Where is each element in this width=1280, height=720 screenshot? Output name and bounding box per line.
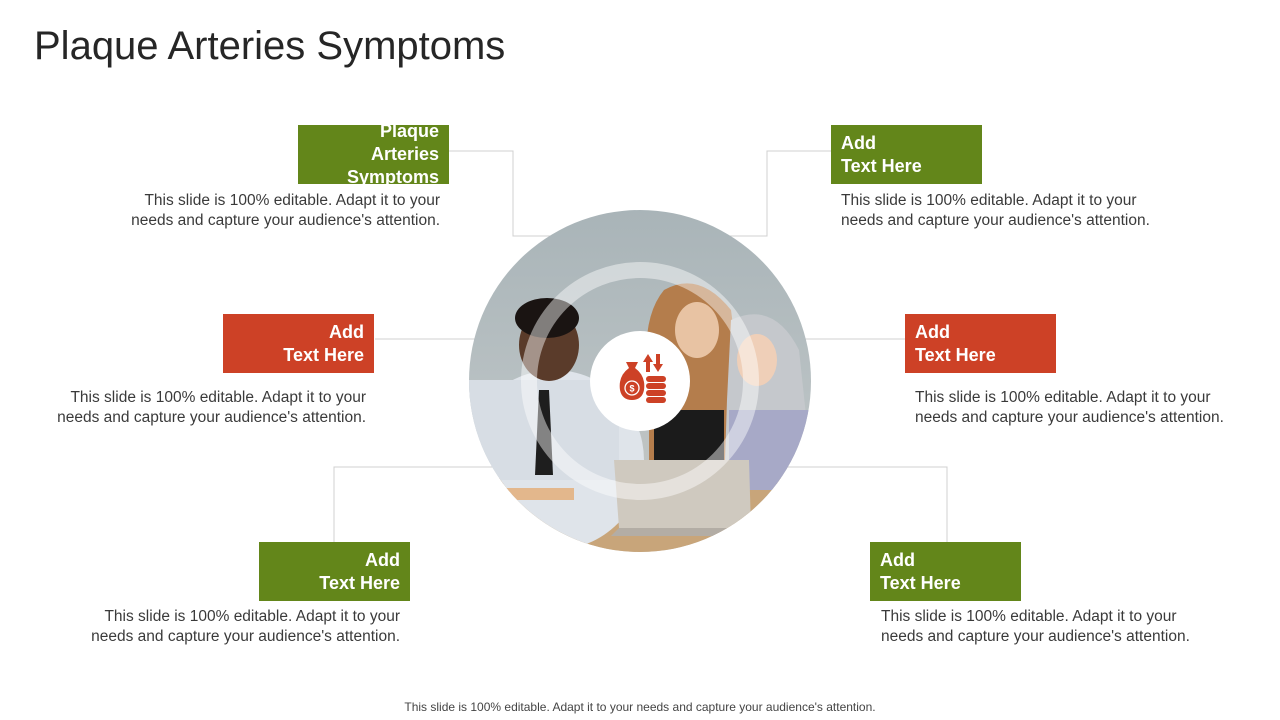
item-3-desc-line2: needs and capture your audience's attent… bbox=[57, 408, 366, 426]
item-2-desc-line1: This slide is 100% editable. Adapt it to… bbox=[841, 192, 1137, 209]
item-1-heading-line2: Symptoms bbox=[346, 167, 439, 187]
item-1-desc-line1: This slide is 100% editable. Adapt it to… bbox=[144, 192, 440, 209]
item-6-heading-box: Add Text Here bbox=[870, 542, 1021, 601]
item-3-heading-line2: Text Here bbox=[283, 344, 364, 365]
item-5-desc-line2: needs and capture your audience's attent… bbox=[91, 627, 400, 645]
page-title: Plaque Arteries Symptoms bbox=[34, 24, 506, 68]
item-4-heading-line2: Text Here bbox=[915, 344, 996, 365]
money-bag-coins-icon: $ bbox=[619, 354, 666, 403]
connector-bottom-right bbox=[780, 466, 948, 542]
item-3-heading-box: Add Text Here bbox=[223, 314, 374, 373]
svg-text:$: $ bbox=[629, 384, 634, 394]
connector-bottom-left bbox=[333, 466, 500, 542]
item-2-heading-line1: Add bbox=[841, 132, 876, 153]
item-5-heading-line1: Add bbox=[365, 549, 400, 570]
item-4-heading-line1: Add bbox=[915, 321, 950, 342]
item-3-description: This slide is 100% editable. Adapt it to… bbox=[36, 388, 366, 427]
item-6-heading-line1: Add bbox=[880, 549, 915, 570]
item-4-heading-box: Add Text Here bbox=[905, 314, 1056, 373]
item-3-heading-line1: Add bbox=[329, 321, 364, 342]
item-4-desc-line2: needs and capture your audience's attent… bbox=[915, 408, 1224, 426]
team-photo-circle: $ bbox=[469, 210, 811, 552]
item-6-description: This slide is 100% editable. Adapt it to… bbox=[881, 607, 1211, 646]
item-5-heading-line2: Text Here bbox=[319, 572, 400, 593]
item-2-heading-box: Add Text Here bbox=[831, 125, 982, 184]
connector-top-right bbox=[720, 150, 831, 237]
item-1-description: This slide is 100% editable. Adapt it to… bbox=[110, 191, 440, 230]
item-6-desc-line2: needs and capture your audience's attent… bbox=[881, 627, 1190, 645]
item-1-heading-box: Plaque Arteries Symptoms bbox=[298, 121, 449, 187]
item-2-heading-line2: Text Here bbox=[841, 155, 922, 176]
item-5-description: This slide is 100% editable. Adapt it to… bbox=[70, 607, 400, 646]
item-4-description: This slide is 100% editable. Adapt it to… bbox=[915, 388, 1245, 427]
footer-note: This slide is 100% editable. Adapt it to… bbox=[404, 700, 876, 714]
item-2-description: This slide is 100% editable. Adapt it to… bbox=[841, 191, 1171, 230]
item-6-heading-line2: Text Here bbox=[880, 572, 961, 593]
item-3-desc-line1: This slide is 100% editable. Adapt it to… bbox=[70, 389, 366, 406]
item-1-heading-line1: Plaque Arteries bbox=[370, 121, 439, 164]
item-4-desc-line1: This slide is 100% editable. Adapt it to… bbox=[915, 389, 1211, 406]
item-5-heading-box: Add Text Here bbox=[259, 542, 410, 601]
item-2-desc-line2: needs and capture your audience's attent… bbox=[841, 211, 1150, 229]
connector-top-left bbox=[449, 150, 560, 237]
item-6-desc-line1: This slide is 100% editable. Adapt it to… bbox=[881, 608, 1177, 625]
item-5-desc-line1: This slide is 100% editable. Adapt it to… bbox=[104, 608, 400, 625]
item-1-desc-line2: needs and capture your audience's attent… bbox=[131, 211, 440, 229]
